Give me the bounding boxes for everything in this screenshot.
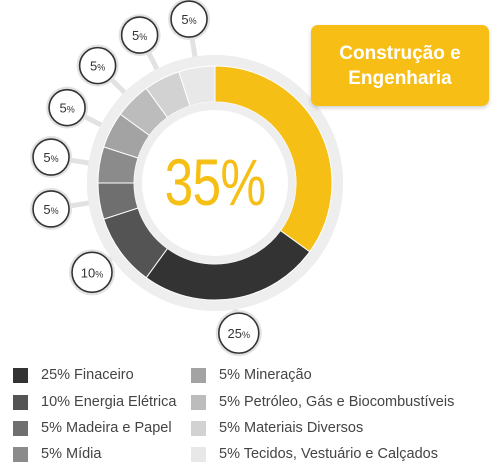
slice-bubble: [120, 16, 159, 54]
legend-item-petroleo: 5% Petróleo, Gás e Biocombustíveis: [191, 392, 454, 412]
legend-label: 5% Petróleo, Gás e Biocombustíveis: [219, 394, 455, 410]
slice-bubble: [78, 46, 117, 85]
slice-bubble: [32, 138, 70, 176]
legend-item-finaceiro: 25% Finaceiro: [13, 365, 134, 385]
legend-swatch: [13, 367, 28, 383]
legend-item-midia: 5% Mídia: [13, 444, 101, 464]
slice-label: 5%: [132, 28, 147, 43]
legend-swatch: [13, 446, 28, 462]
legend-label: 5% Tecidos, Vestuário e Calçados: [219, 446, 438, 462]
legend-swatch: [13, 394, 28, 410]
legend-label: 25% Finaceiro: [41, 367, 134, 383]
slice-bubble: [32, 190, 70, 228]
legend-swatch: [191, 446, 206, 462]
donut-center: [142, 110, 288, 256]
center-percentage: 35%: [164, 145, 266, 219]
highlight-sector-label: Construção e Engenharia: [311, 25, 489, 106]
slice-label: 25%: [228, 326, 250, 341]
slice-label: 5%: [181, 12, 196, 27]
slice-bubble: [48, 88, 86, 127]
legend-item-energia-eletrica: 10% Energia Elétrica: [13, 392, 176, 412]
legend-swatch: [191, 420, 206, 436]
legend-item-mineracao: 5% Mineração: [191, 365, 312, 385]
donut-chart: 25% 10% 5% 5% 5% 5% 5% 5%: [30, 0, 343, 357]
legend-label: 5% Mineração: [219, 367, 312, 383]
slice-label: 5%: [43, 202, 58, 217]
legend-swatch: [191, 394, 206, 410]
legend-item-materiais-diversos: 5% Materiais Diversos: [191, 418, 363, 438]
legend-label: 5% Mídia: [41, 446, 102, 462]
legend-label: 5% Materiais Diversos: [219, 420, 364, 436]
legend-item-madeira-papel: 5% Madeira e Papel: [13, 418, 172, 438]
slice-bubble: [217, 312, 260, 354]
legend-item-tecidos: 5% Tecidos, Vestuário e Calçados: [191, 444, 438, 464]
legend-label: 5% Madeira e Papel: [41, 420, 172, 436]
legend-swatch: [191, 367, 206, 383]
legend-label: 10% Energia Elétrica: [41, 394, 177, 410]
slice-label: 5%: [59, 101, 74, 116]
legend-swatch: [13, 420, 28, 436]
slice-label: 5%: [43, 150, 58, 165]
slice-bubble: [170, 0, 208, 38]
slice-bubble: [71, 251, 113, 294]
slice-label: 5%: [90, 59, 105, 74]
slice-label: 10%: [81, 265, 103, 280]
